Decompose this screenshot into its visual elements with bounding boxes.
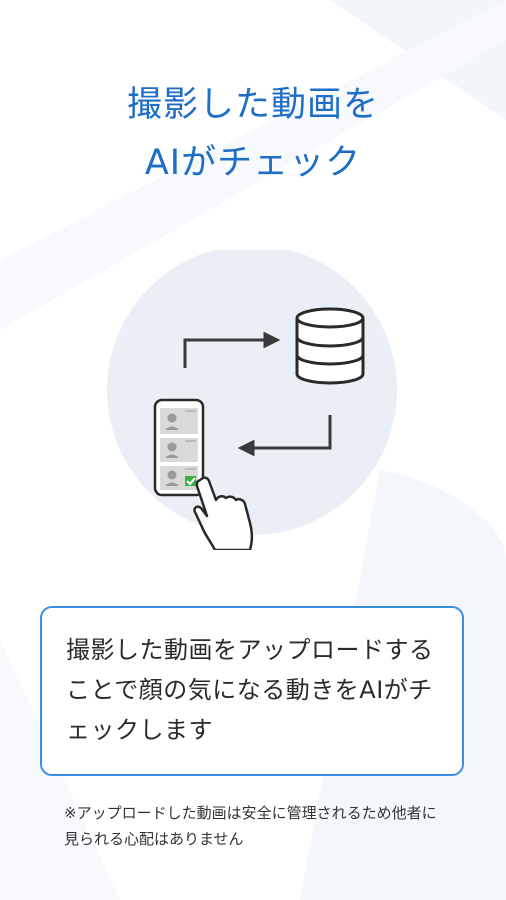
arrow-right-icon: [183, 331, 281, 368]
upload-illustration: [107, 250, 397, 550]
description-card: 撮影した動画をアップロードすることで顔の気になる動きをAIがチェックします: [40, 606, 464, 776]
title-line-2: AIがチェック: [144, 143, 362, 183]
page-title: 撮影した動画を AIがチェック: [0, 76, 506, 192]
database-icon: [295, 307, 365, 385]
illustration-background-circle: [107, 250, 397, 535]
title-line-1: 撮影した動画を: [126, 85, 379, 125]
description-text: 撮影した動画をアップロードすることで顔の気になる動きをAIがチェックします: [66, 636, 434, 744]
smartphone-icon: [153, 398, 205, 497]
privacy-note: ※アップロードした動画は安全に管理されるため他者に見られる心配はありません: [64, 804, 437, 848]
check-icon: [185, 476, 196, 486]
hand-pointer-icon: [193, 476, 254, 550]
arrow-left-icon: [237, 415, 332, 457]
